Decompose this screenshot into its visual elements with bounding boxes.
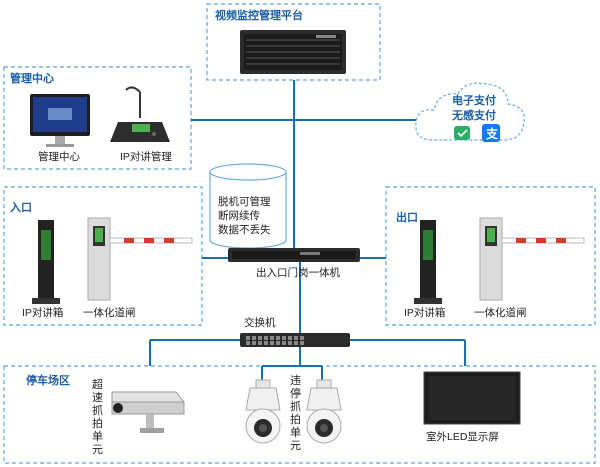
ip-intercom-mgmt-label: IP对讲管理 xyxy=(120,150,172,163)
dome-cam-char: 停 xyxy=(290,386,301,400)
mgmt-title: 管理中心 xyxy=(10,71,54,85)
entrance-title: 入口 xyxy=(10,201,32,214)
entrance-barrier-label: 一体化道闸 xyxy=(83,306,136,319)
exit-title: 出口 xyxy=(396,210,418,224)
database-line2: 断网续传 xyxy=(218,209,260,222)
cloud-line1: 电子支付 xyxy=(452,93,496,107)
guard-booth-label: 出入口门岗一体机 xyxy=(256,266,340,279)
mgmt-box xyxy=(3,66,192,170)
database-line3: 数据不丢失 xyxy=(218,223,271,236)
dome-cam-char: 违 xyxy=(290,374,301,387)
dome-cam-char: 拍 xyxy=(290,412,301,426)
parking-title: 停车场区 xyxy=(26,373,70,387)
cloud-line2: 无感支付 xyxy=(451,108,496,122)
server-rack-icon xyxy=(240,30,346,74)
platform-title: 视频监控管理平台 xyxy=(215,8,303,22)
database-line1: 脱机可管理 xyxy=(218,195,271,208)
bullet-cam-char: 拍 xyxy=(92,416,103,430)
intercom-console-icon xyxy=(110,86,170,142)
svg-text:支: 支 xyxy=(485,126,499,141)
led-label: 室外LED显示屏 xyxy=(426,430,499,443)
entrance-barrier-icon xyxy=(87,217,193,301)
led-display-icon xyxy=(423,371,521,425)
exit-barrier-icon xyxy=(479,217,585,301)
exit-intercom-post-icon xyxy=(414,220,442,304)
network-switch-icon xyxy=(240,333,350,347)
wechat-pay-icon xyxy=(454,126,470,140)
entrance-box xyxy=(3,186,203,326)
platform-box xyxy=(206,3,381,81)
entrance-intercom-label: IP对讲箱 xyxy=(22,306,63,319)
exit-barrier-label: 一体化道闸 xyxy=(474,306,527,319)
guard-booth-unit-icon xyxy=(228,248,360,262)
bullet-cam-vertical-label: 超 速 抓 拍 单 元 xyxy=(92,377,103,456)
bullet-cam-char: 速 xyxy=(92,391,103,404)
database-icon xyxy=(209,163,287,249)
bullet-camera-icon xyxy=(111,391,185,433)
dome-cam-char: 抓 xyxy=(290,399,301,413)
bullet-cam-char: 元 xyxy=(92,444,103,456)
bullet-cam-char: 抓 xyxy=(92,403,103,417)
dome-cam-vertical-label: 违 停 抓 拍 单 元 xyxy=(290,374,301,452)
monitor-icon xyxy=(30,94,90,147)
bullet-cam-char: 超 xyxy=(92,377,103,391)
alipay-icon: 支 xyxy=(482,124,500,142)
switch-label: 交换机 xyxy=(244,316,276,329)
entrance-intercom-post-icon xyxy=(32,220,60,304)
bullet-cam-char: 单 xyxy=(92,430,103,443)
exit-box xyxy=(385,186,596,326)
dome-camera-right-icon xyxy=(306,379,342,444)
dome-camera-left-icon xyxy=(245,379,281,444)
dome-cam-char: 单 xyxy=(290,426,301,439)
exit-intercom-label: IP对讲箱 xyxy=(404,306,445,319)
dome-cam-char: 元 xyxy=(290,440,301,452)
mgmt-pc-label: 管理中心 xyxy=(38,150,80,163)
